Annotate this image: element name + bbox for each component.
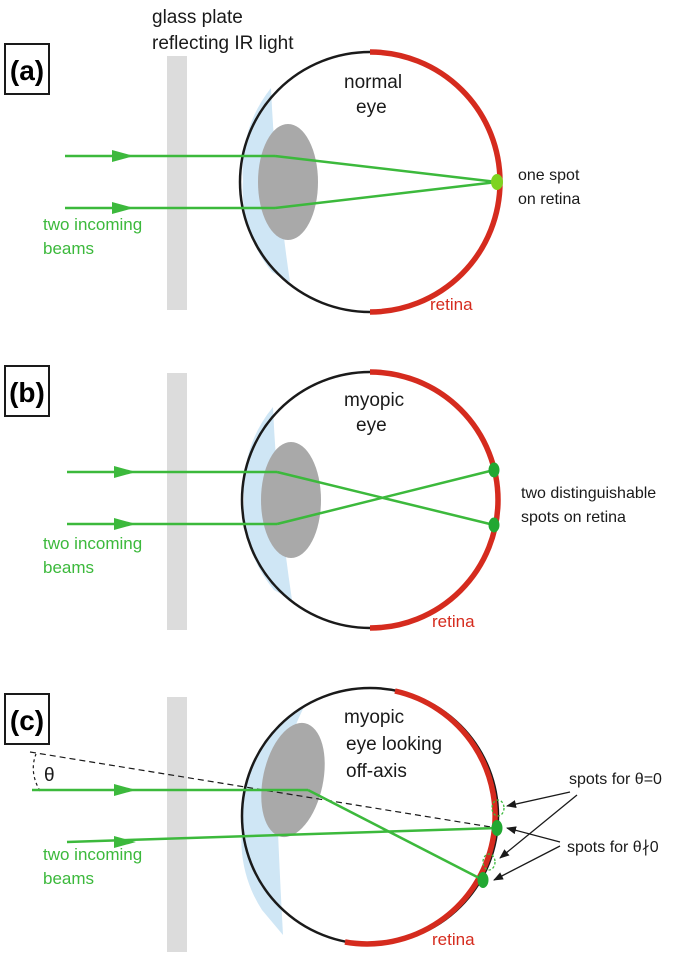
glass-plate-b: [167, 373, 187, 630]
pointer-theta-1: [506, 826, 561, 843]
ray-top-c: [307, 788, 484, 882]
panel-a-label: (a): [10, 55, 44, 86]
note-c-1: spots for θ=0: [569, 771, 662, 788]
header-line1: glass plate: [152, 7, 243, 28]
panel-a: (a) normal eye two incoming beams retina…: [4, 43, 580, 315]
retina-spot-a: [491, 174, 503, 190]
arrow-top-c: [114, 784, 136, 796]
ray-bottom-b: [276, 468, 495, 526]
arrow-bottom-c: [114, 836, 136, 848]
glass-plate-c: [167, 697, 187, 952]
panel-c: (c) θ myopic eye looking off-axis two in…: [4, 686, 662, 952]
note-a-1: one spot: [518, 167, 580, 184]
spot-theta0-2: [482, 853, 496, 871]
eye-label-c-3: off-axis: [346, 761, 407, 782]
optical-axis-c: [29, 751, 498, 829]
note-b-1: two distinguishable: [521, 485, 656, 502]
header-line2: reflecting IR light: [152, 33, 294, 54]
theta-arc-c: [32, 753, 41, 792]
ray-top-a: [274, 154, 498, 184]
spot-theta-2: [477, 872, 489, 888]
arrow-top-a: [112, 150, 134, 162]
beams-label-c-1: two incoming: [43, 845, 142, 864]
retina-arc-c: [344, 688, 498, 947]
retina-label-a: retina: [430, 295, 473, 314]
eye-label-b-2: eye: [356, 415, 387, 436]
beams-label-b-2: beams: [43, 558, 94, 577]
note-c-2: spots for θ∤0: [567, 839, 659, 856]
pointer-theta-2: [493, 845, 561, 881]
panel-b-label: (b): [9, 377, 45, 408]
eye-label-a-1: normal: [344, 72, 402, 93]
beams-label-c-2: beams: [43, 869, 94, 888]
pointer-theta0-1: [506, 791, 571, 808]
retina-spot-b-1: [488, 462, 500, 478]
note-a-2: on retina: [518, 191, 580, 208]
arrow-top-b: [114, 466, 136, 478]
spot-theta-1: [491, 820, 503, 836]
eye-label-a-2: eye: [356, 97, 387, 118]
retina-spot-b-2: [488, 517, 500, 533]
beams-label-a-1: two incoming: [43, 215, 142, 234]
beams-label-a-2: beams: [43, 239, 94, 258]
panel-c-label-box: [4, 693, 50, 745]
pointer-theta0-2: [499, 794, 578, 859]
theta-label: θ: [44, 765, 55, 786]
retina-arc-b: [369, 369, 501, 631]
eye-label-c-1: myopic: [344, 707, 404, 728]
arrow-bottom-a: [112, 202, 134, 214]
panel-a-label-box: [4, 43, 50, 95]
ray-bottom-a: [274, 180, 498, 210]
beams-label-b-1: two incoming: [43, 534, 142, 553]
lens-c: [261, 722, 325, 838]
lens-b: [261, 442, 321, 558]
panel-b: (b) myopic eye two incoming beams retina…: [4, 365, 656, 631]
glass-plate-a: [167, 56, 187, 310]
retina-label-c: retina: [432, 930, 475, 949]
ray-top-b: [276, 470, 495, 527]
eye-label-c-2: eye looking: [346, 734, 442, 755]
spot-theta0-1: [491, 799, 505, 817]
eye-label-b-1: myopic: [344, 390, 404, 411]
note-b-2: spots on retina: [521, 509, 626, 526]
beam-bottom-c: [66, 826, 498, 844]
retina-label-b: retina: [432, 612, 475, 631]
arrow-bottom-b: [114, 518, 136, 530]
panel-b-label-box: [4, 365, 50, 417]
panel-c-label: (c): [10, 705, 44, 736]
lens-a: [258, 124, 318, 240]
